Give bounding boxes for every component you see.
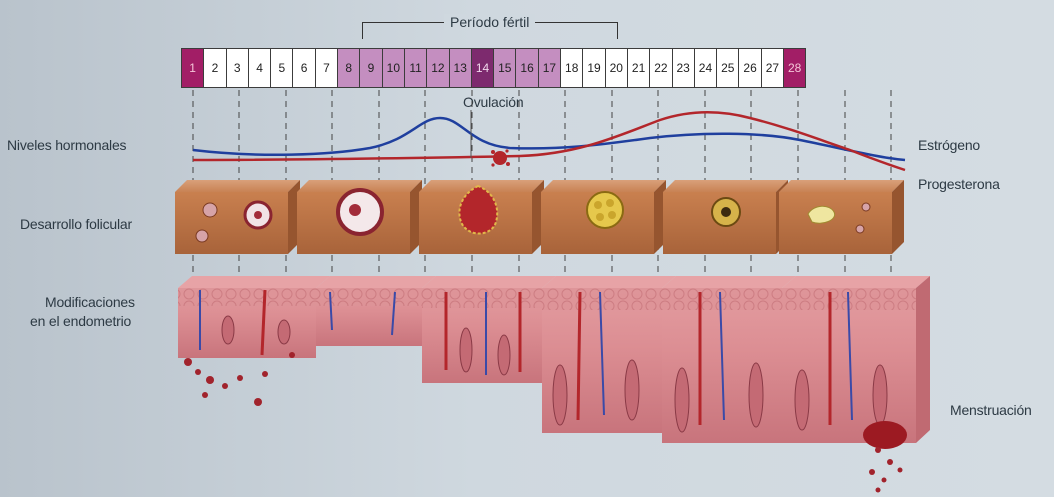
endometrium-stage-5 bbox=[662, 276, 796, 443]
endometrium-stage-2 bbox=[316, 276, 436, 346]
follicle-stage-6 bbox=[779, 180, 904, 254]
follicle-stage-4 bbox=[541, 180, 666, 254]
ovulation-egg-icon bbox=[491, 149, 510, 166]
endometrium-stage-6 bbox=[782, 276, 930, 449]
endometrium-blocks bbox=[178, 276, 930, 449]
follicle-stage-1 bbox=[175, 180, 300, 254]
follicular-blocks bbox=[175, 180, 904, 254]
follicle-stage-5 bbox=[663, 180, 788, 254]
endometrium-stage-3 bbox=[422, 276, 556, 383]
endometrium-stage-4 bbox=[542, 276, 676, 433]
follicle-stage-2 bbox=[297, 180, 422, 254]
follicle-stage-3 bbox=[419, 180, 544, 254]
endometrium-stage-1 bbox=[178, 276, 330, 358]
